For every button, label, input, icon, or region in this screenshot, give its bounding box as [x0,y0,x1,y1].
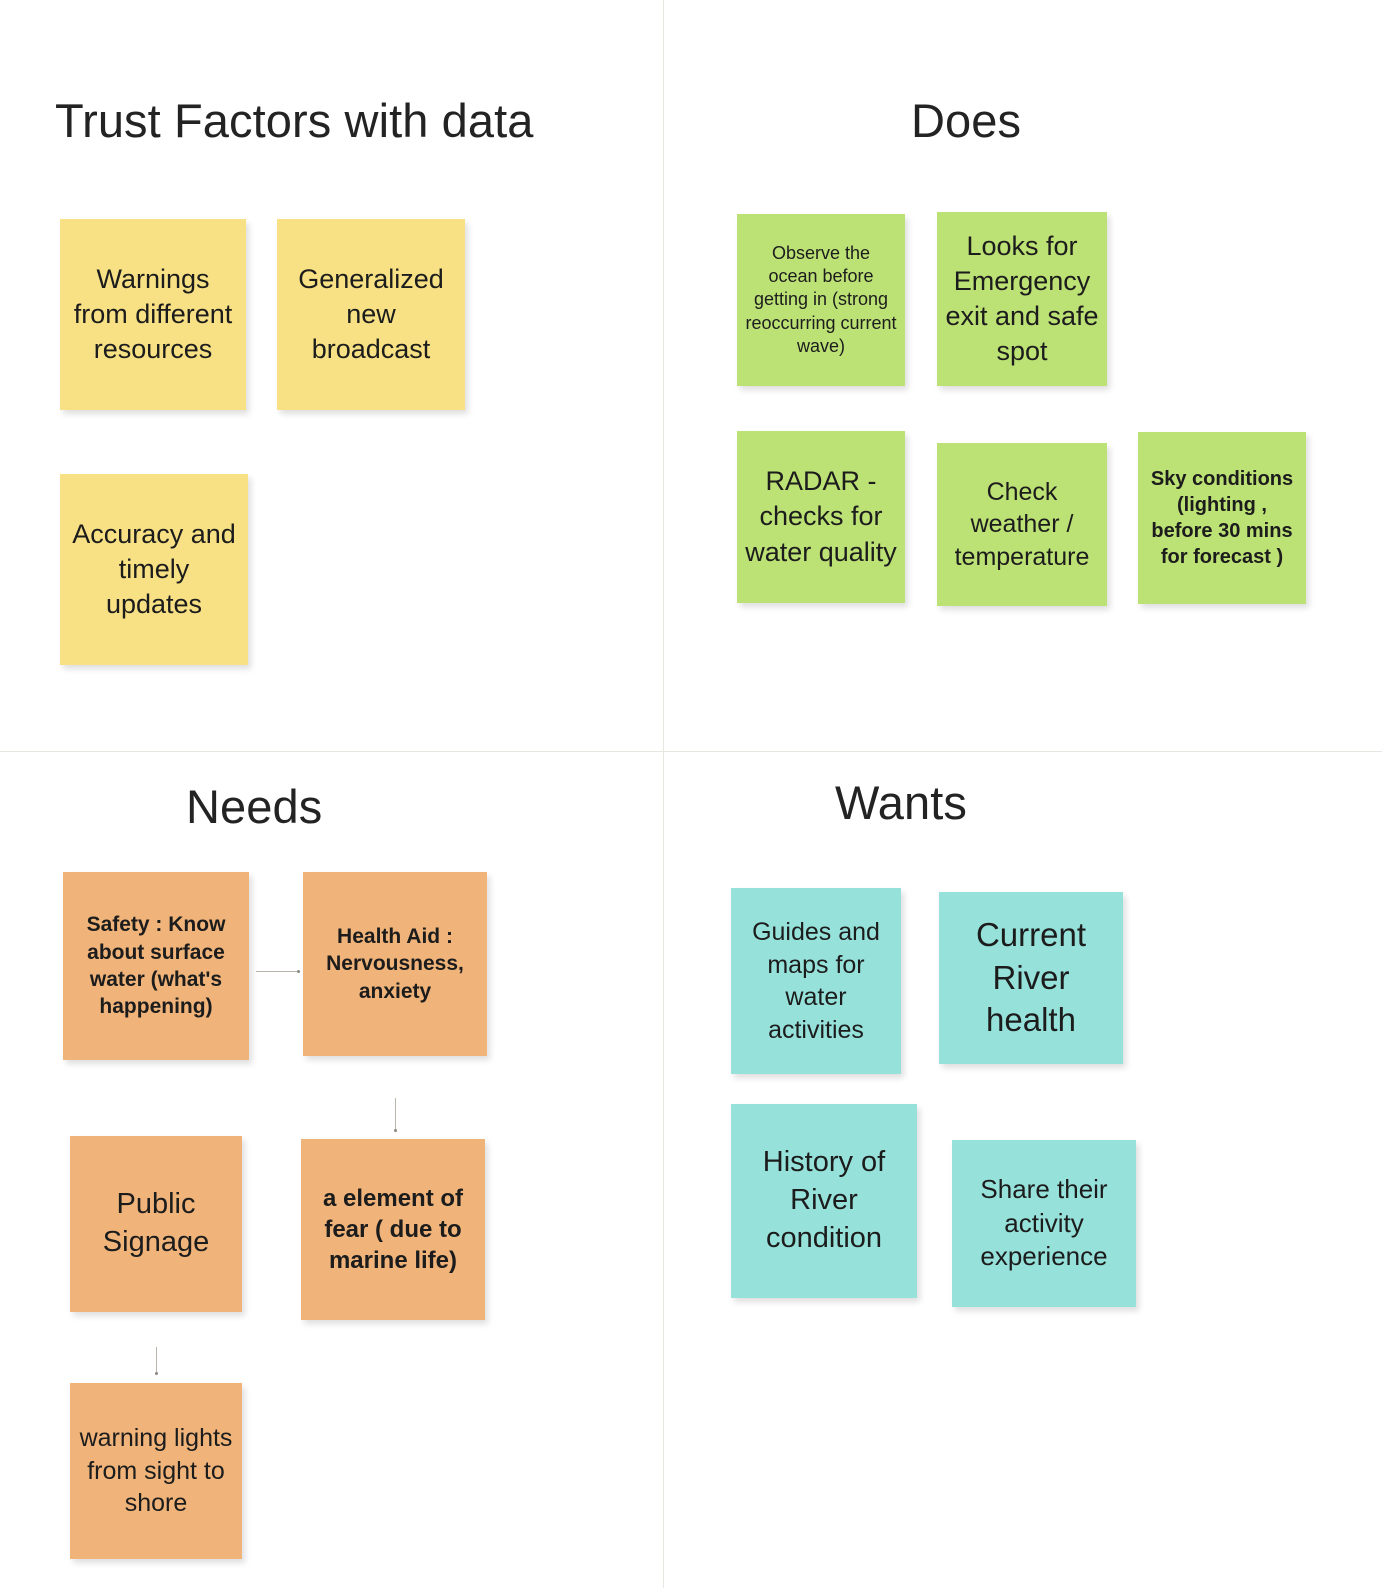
sticky-note-radar-checks-for-water-quality[interactable]: RADAR - checks for water quality [737,431,905,603]
sticky-note-guides-and-maps-for-water-activities[interactable]: Guides and maps for water activities [731,888,901,1074]
sticky-note-warning-lights-from-sight-to-shore[interactable]: warning lights from sight to shore [70,1383,242,1559]
sticky-note-accuracy-and-timely-updates[interactable]: Accuracy and timely updates [60,474,248,665]
sticky-note-health-aid-nervousness-anxiety[interactable]: Health Aid : Nervousness, anxiety [303,872,487,1056]
sticky-note-warnings-from-different-resources[interactable]: Warnings from different resources [60,219,246,410]
sticky-note-check-weather-temperature[interactable]: Check weather / temperature [937,443,1107,606]
connector-safety-to-health-aid [256,971,300,972]
sticky-note-looks-for-emergency-exit-and-safe-spot[interactable]: Looks for Emergency exit and safe spot [937,212,1107,386]
sticky-note-share-their-activity-experience[interactable]: Share their activity experience [952,1140,1136,1307]
sticky-note-safety-know-about-surface-water[interactable]: Safety : Know about surface water (what'… [63,872,249,1060]
connector-endpoint-dot [394,1129,397,1132]
vertical-divider [663,0,664,1588]
quadrant-title-trust-factors: Trust Factors with data [55,94,534,147]
sticky-note-a-element-of-fear-due-to-marine-life[interactable]: a element of fear ( due to marine life) [301,1139,485,1320]
connector-health-aid-to-element-of-fear [395,1098,396,1132]
sticky-note-current-river-health[interactable]: Current River health [939,892,1123,1064]
quadrant-title-does: Does [911,94,1022,147]
connector-public-signage-to-warning-lights [156,1347,157,1375]
connector-endpoint-dot [155,1372,158,1375]
connector-endpoint-dot [297,970,300,973]
sticky-note-observe-the-ocean-before-getting-in[interactable]: Observe the ocean before getting in (str… [737,214,905,386]
quadrant-title-needs: Needs [186,780,323,833]
sticky-note-sky-conditions-lighting-before-30-mins-for-forecast[interactable]: Sky conditions (lighting , before 30 min… [1138,432,1306,604]
sticky-note-generalized-new-broadcast[interactable]: Generalized new broadcast [277,219,465,410]
sticky-note-history-of-river-condition[interactable]: History of River condition [731,1104,917,1298]
sticky-note-public-signage[interactable]: Public Signage [70,1136,242,1312]
quadrant-title-wants: Wants [835,776,967,829]
horizontal-divider [0,751,1382,752]
